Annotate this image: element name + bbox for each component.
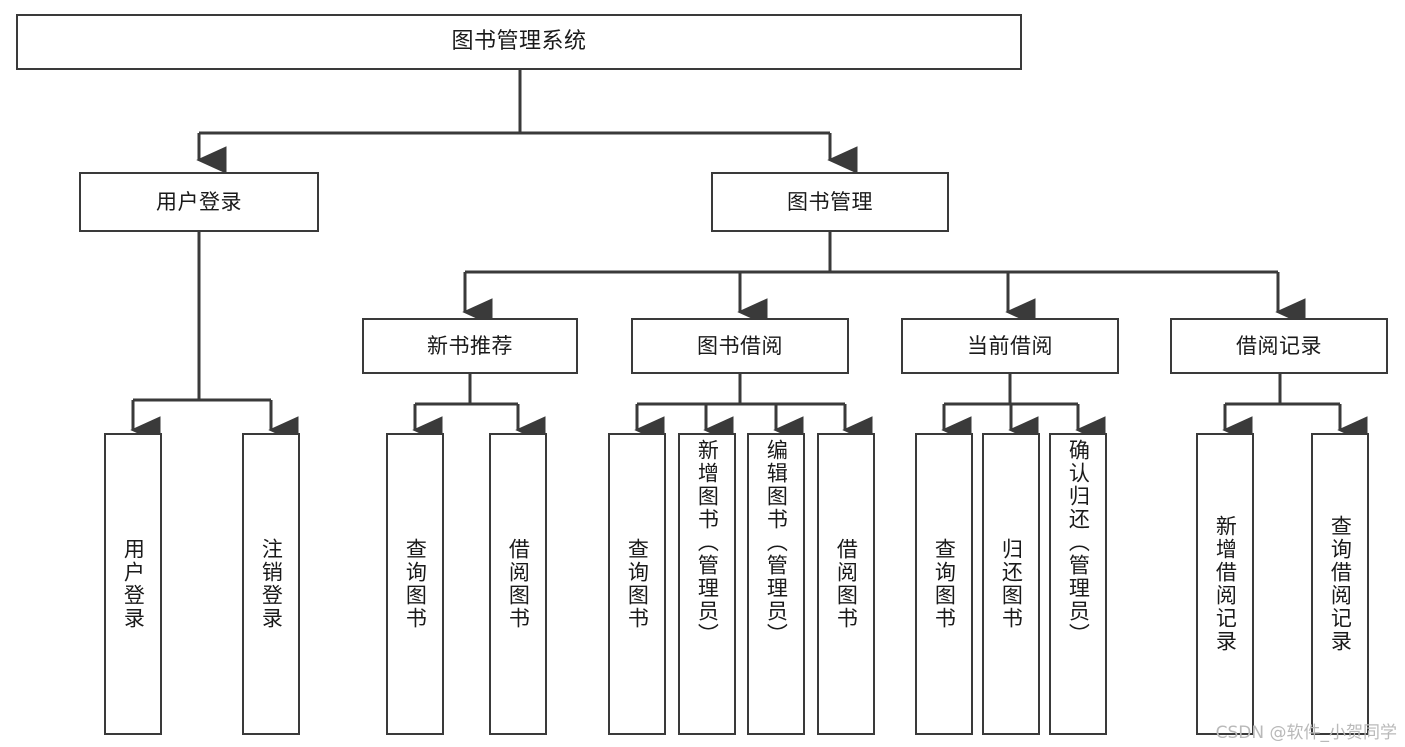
- node-leaf-query-book-recommend[interactable]: 查询图书: [386, 433, 444, 735]
- node-current-borrow[interactable]: 当前借阅: [901, 318, 1119, 374]
- node-leaf-confirm-return[interactable]: 确认归还（管理员）: [1049, 433, 1107, 735]
- node-label: 新增借阅记录: [1213, 515, 1238, 653]
- node-label: 查询借阅记录: [1328, 515, 1353, 653]
- node-label: 编辑图书（管理员）: [764, 439, 789, 646]
- node-label: 新增图书（管理员）: [695, 439, 720, 646]
- node-leaf-borrow-book-recommend[interactable]: 借阅图书: [489, 433, 547, 735]
- node-label: 图书管理系统: [451, 29, 587, 55]
- node-label: 图书管理: [787, 189, 873, 214]
- node-user-login[interactable]: 用户登录: [79, 172, 319, 232]
- node-leaf-query-borrow-record[interactable]: 查询借阅记录: [1311, 433, 1369, 735]
- node-leaf-edit-book[interactable]: 编辑图书（管理员）: [747, 433, 805, 735]
- node-label: 用户登录: [156, 189, 242, 214]
- node-book-management[interactable]: 图书管理: [711, 172, 949, 232]
- node-leaf-logout-login[interactable]: 注销登录: [242, 433, 300, 735]
- node-label: 查询图书: [932, 538, 957, 630]
- node-label: 借阅图书: [834, 538, 859, 630]
- node-label: 新书推荐: [427, 333, 513, 358]
- node-label: 确认归还（管理员）: [1066, 439, 1091, 646]
- node-label: 借阅图书: [506, 538, 531, 630]
- node-leaf-return-book[interactable]: 归还图书: [982, 433, 1040, 735]
- node-leaf-add-borrow-record[interactable]: 新增借阅记录: [1196, 433, 1254, 735]
- node-label: 用户登录: [121, 538, 146, 630]
- node-book-borrow[interactable]: 图书借阅: [631, 318, 849, 374]
- node-label: 图书借阅: [697, 333, 783, 358]
- node-leaf-user-login[interactable]: 用户登录: [104, 433, 162, 735]
- node-label: 查询图书: [403, 538, 428, 630]
- node-leaf-query-book-current[interactable]: 查询图书: [915, 433, 973, 735]
- node-leaf-borrow-book[interactable]: 借阅图书: [817, 433, 875, 735]
- node-label: 归还图书: [999, 538, 1024, 630]
- node-borrow-record[interactable]: 借阅记录: [1170, 318, 1388, 374]
- node-label: 查询图书: [625, 538, 650, 630]
- node-leaf-add-book[interactable]: 新增图书（管理员）: [678, 433, 736, 735]
- node-leaf-query-book-borrow[interactable]: 查询图书: [608, 433, 666, 735]
- csdn-watermark: CSDN @软件_小贺同学: [1215, 723, 1397, 743]
- node-label: 借阅记录: [1236, 333, 1322, 358]
- node-root-book-management-system[interactable]: 图书管理系统: [16, 14, 1022, 70]
- node-new-book-recommend[interactable]: 新书推荐: [362, 318, 578, 374]
- node-label: 注销登录: [259, 538, 284, 630]
- node-label: 当前借阅: [967, 333, 1053, 358]
